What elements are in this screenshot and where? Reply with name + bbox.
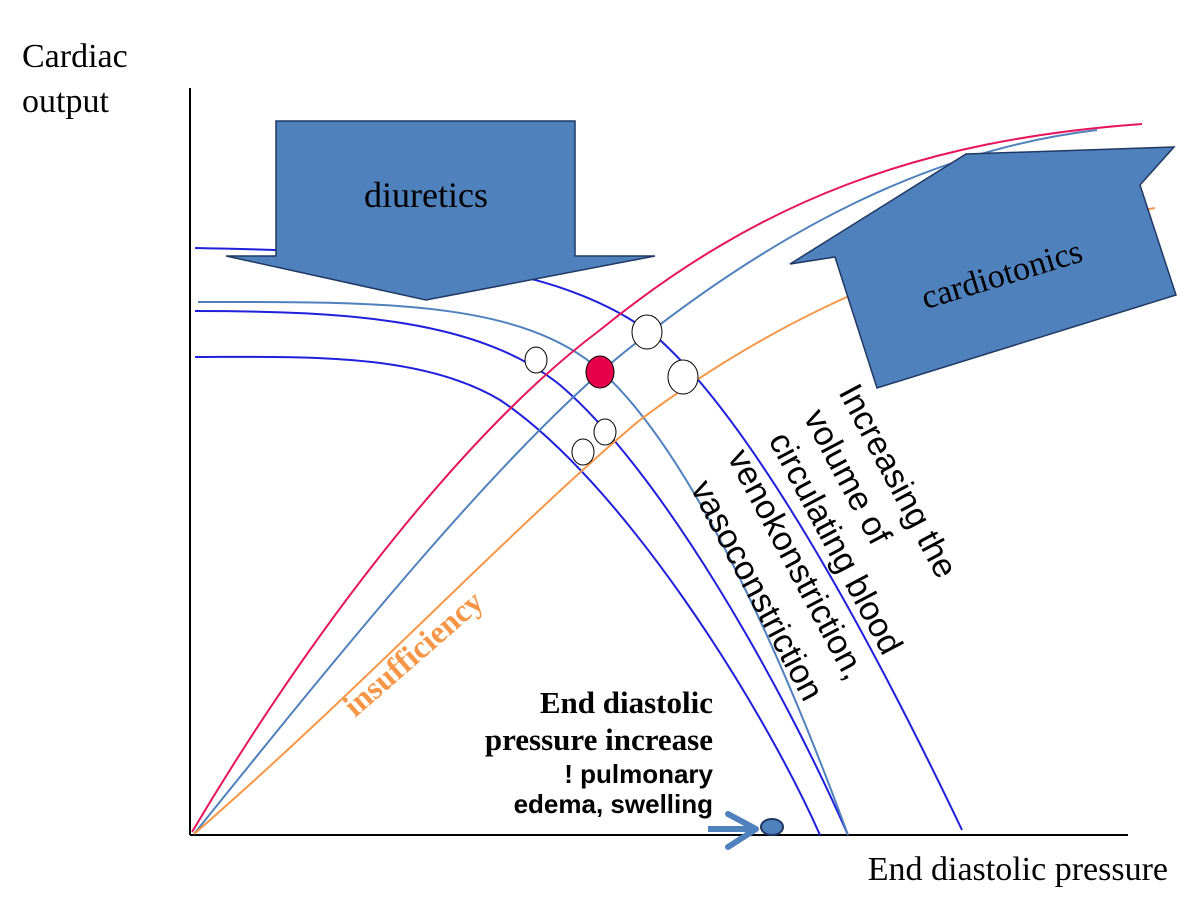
axis-pressure-point [760, 818, 784, 836]
intersection-point-5 [571, 438, 595, 466]
cardiac-curve-intermediate [193, 129, 1098, 835]
venous-return-curve-mid [194, 310, 849, 836]
note-line-3: ! pulmonary [564, 759, 713, 789]
note-line-1: End diastolic [540, 685, 713, 720]
cardiotonics-arrow [789, 146, 1177, 389]
intersection-point-4 [593, 418, 617, 446]
note-line-2: pressure increase [485, 722, 713, 757]
x-axis-label: End diastolic pressure [868, 851, 1168, 888]
cardiac-curve-normal [191, 123, 1143, 833]
intersection-point-3 [667, 359, 699, 395]
venous-return-curve-low [194, 355, 821, 836]
equilibrium-point [585, 355, 615, 389]
y-axis-label-line2: output [22, 83, 109, 120]
intersection-point-1 [524, 346, 548, 374]
diuretics-label: diuretics [364, 175, 488, 215]
diuretics-arrow [225, 120, 656, 301]
intersection-point-2 [631, 314, 663, 350]
note-line-4: edema, swelling [514, 789, 713, 819]
pressure-arrow [708, 811, 784, 850]
insufficiency-label: insufficiency [336, 583, 490, 723]
y-axis-label-line1: Cardiac [22, 38, 128, 75]
